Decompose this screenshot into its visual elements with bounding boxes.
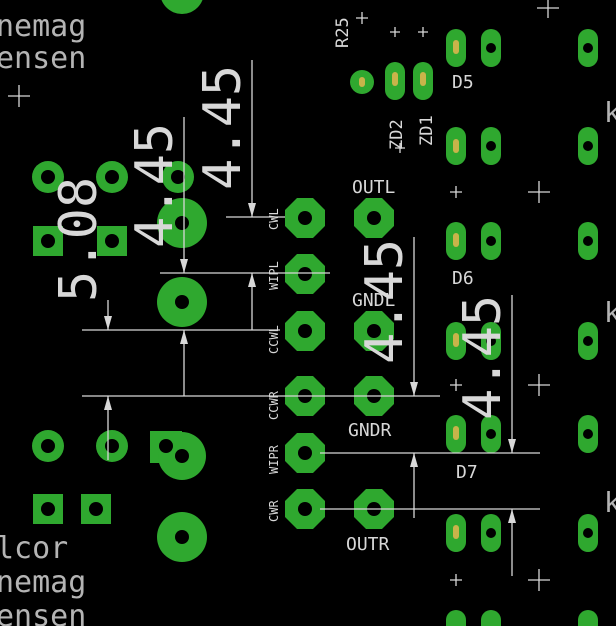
part-label-d6: D6 xyxy=(452,268,474,289)
silk-text-top-2: ensen xyxy=(0,41,86,76)
net-label-outr: OUTR xyxy=(346,534,390,555)
part-label-d5: D5 xyxy=(452,72,474,93)
pin-label-ccwl: CCWL xyxy=(267,325,281,354)
dimension-arrows xyxy=(104,203,516,523)
silk-text-right-k3: k xyxy=(604,486,616,519)
silk-text-top-1: nemag xyxy=(0,9,86,44)
net-label-gndl: GNDL xyxy=(352,290,396,311)
net-label-gndr: GNDR xyxy=(348,420,392,441)
pin-label-ccwr: CCWR xyxy=(267,390,281,420)
dimension-value: 5.08 xyxy=(49,177,109,302)
part-label-d7: D7 xyxy=(456,462,478,483)
net-label-outl: OUTL xyxy=(352,177,396,198)
part-label-zd1: ZD1 xyxy=(417,115,437,146)
part-label-r25: R25 xyxy=(333,17,353,48)
dimension-value: 4.45 xyxy=(193,65,253,190)
pin-label-cwr-bottom: CWR xyxy=(267,500,281,522)
dimension-value: 4.45 xyxy=(355,239,415,364)
silk-text-bottom-0: lcor xyxy=(0,531,68,566)
origin-crosses xyxy=(8,0,559,591)
pin-label-cwl-top: CWL xyxy=(267,208,281,230)
silk-text-right-k2: k xyxy=(604,296,616,329)
pin-label-wipr: WIPR xyxy=(267,444,281,474)
pin-label-wipl: WIPL xyxy=(267,261,281,290)
dimension-value: 4.45 xyxy=(125,123,185,248)
pad-large-top-edge xyxy=(161,0,203,14)
silk-text-bottom-1: nemag xyxy=(0,565,86,600)
part-label-zd2: ZD2 xyxy=(387,119,407,150)
silk-text-right-k1: k xyxy=(604,96,616,129)
silk-text-bottom-2: ensen xyxy=(0,599,86,626)
dimension-value: 4.45 xyxy=(453,295,513,420)
